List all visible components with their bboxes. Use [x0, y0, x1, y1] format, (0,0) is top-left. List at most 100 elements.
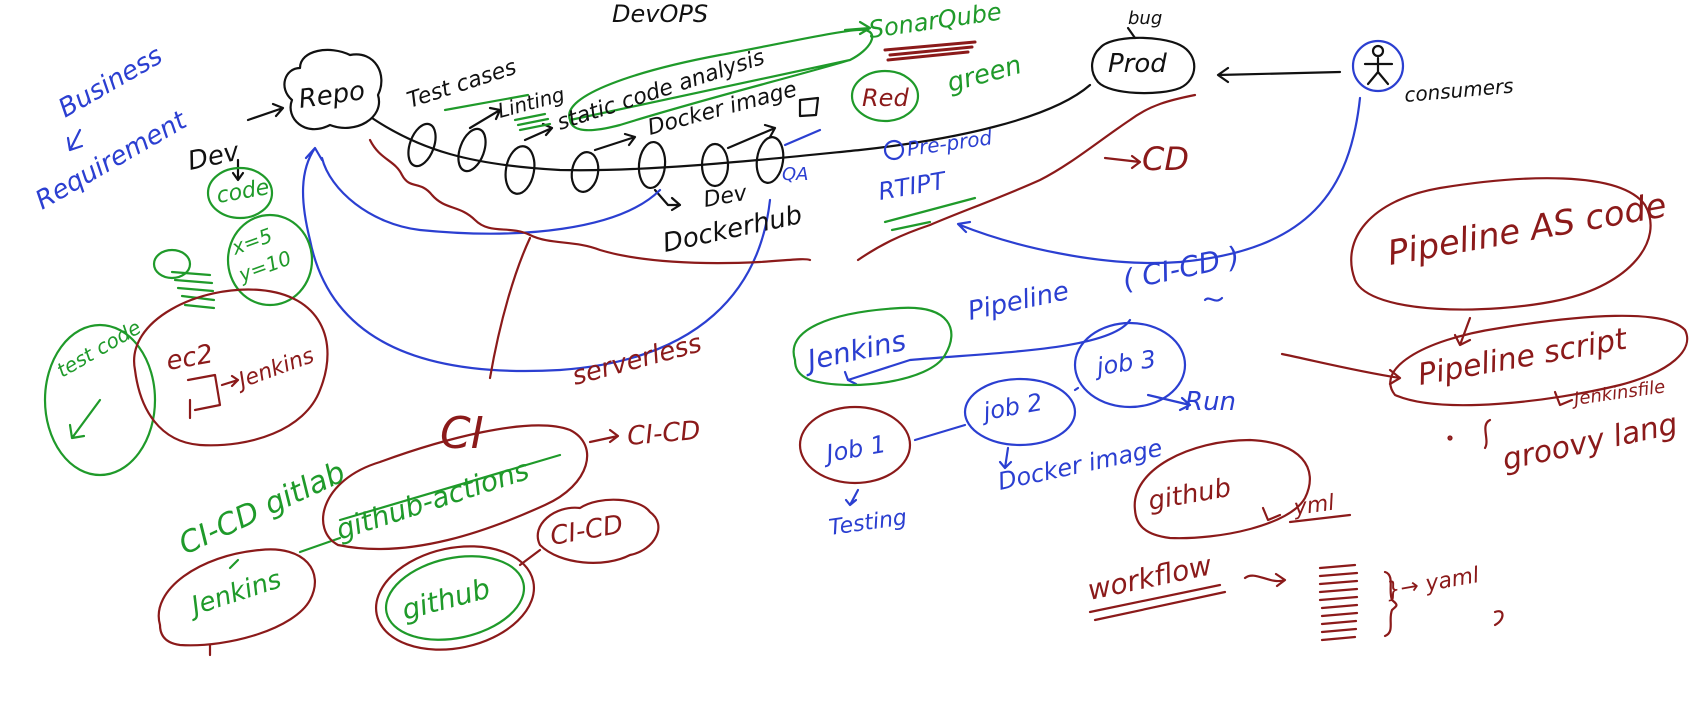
preprod-circle [883, 139, 905, 161]
job2-to-docker-arrow [998, 446, 1013, 470]
consumer-circle [1351, 39, 1405, 93]
job2-label: job 2 [978, 388, 1044, 426]
to-sonar-arrow [843, 20, 872, 36]
github-actions-bubble [322, 424, 589, 551]
job2-bubble [963, 377, 1077, 447]
jenkins-pipeline-arrow [1280, 352, 1402, 386]
ci-vertical-curve [488, 236, 532, 380]
ec2-label: ec2 [164, 339, 215, 377]
pipeline-as-code-label-1: Pipeline AS code [1385, 185, 1670, 273]
yml-underline [1288, 513, 1352, 524]
job2-to-job3-line [1073, 386, 1080, 392]
pipeline-as-code-bubble [1350, 177, 1652, 311]
consumers-to-prod-arrow [1216, 66, 1342, 84]
jenkinsfile-label: Jenkinsfile [1570, 376, 1667, 410]
test-cases-underline [443, 93, 530, 112]
run-label: Run [1185, 387, 1236, 417]
feedback-curve-inner [320, 156, 662, 235]
red-bubble [850, 69, 920, 123]
stage-oval-4 [570, 151, 600, 193]
consumers-label: consumers [1403, 74, 1514, 107]
github-actions-to-cicd [588, 428, 620, 444]
test-code-arrow [68, 398, 102, 440]
consumer-head [1371, 44, 1385, 58]
consumer-body-icon [1363, 56, 1394, 86]
jenkins-pipeline-bubble [792, 306, 953, 387]
github-actions-underline [338, 453, 562, 522]
testing-label: Testing [827, 505, 908, 541]
github-right-bubble [1133, 438, 1311, 540]
dot-marker [1447, 435, 1453, 441]
jenkins-bottom-bubble [157, 548, 316, 647]
pipeline-label: Pipeline [965, 276, 1071, 327]
jenkins-pipeline-label: Jenkins [800, 324, 909, 378]
maroon-ink-layer [133, 93, 1689, 657]
green-ink-layer [43, 20, 977, 641]
github-outer-bubble [374, 545, 536, 651]
groovy-lang-label: groovy lang [1499, 407, 1680, 478]
job1-to-testing-arrow [844, 488, 860, 507]
business-arrow [66, 128, 84, 152]
preprod-label: Pre-prod [905, 125, 993, 161]
memory-lines [170, 270, 216, 310]
cicd-cloud-bubble [536, 498, 660, 564]
ec2-bubble [133, 288, 329, 447]
ec2-jenkins-arrow [220, 374, 240, 388]
cicd-paren-label: ( CI-CD ) [1120, 240, 1243, 297]
jenkins-ec2-label: Jenkins [232, 343, 318, 395]
bug-label: bug [1128, 8, 1162, 29]
arrow-linting [468, 106, 502, 130]
workflow-arrow [1243, 572, 1287, 588]
cd-wave-boundary [856, 93, 1197, 262]
jenkins-box-icon [186, 373, 222, 420]
code-bubble [206, 166, 274, 220]
repo-label: Repo [297, 76, 367, 115]
groovy-s-curve [1483, 418, 1492, 450]
dev-env-label: Dev [702, 181, 750, 213]
github-actions-label: github-actions [332, 453, 533, 546]
cicd-1-label: CI-CD [626, 416, 702, 452]
requirement-label: Requirement [31, 105, 193, 216]
dockerhub-label: Dockerhub [660, 200, 805, 259]
pipeline-script-label: Pipeline script [1415, 322, 1630, 393]
pipeline-script-bubble [1389, 314, 1689, 407]
vars-bubble [226, 213, 314, 307]
yaml-lines-icon [1318, 563, 1359, 642]
cicd-2-label: CI-CD [548, 510, 625, 552]
qa-label: QA [782, 164, 808, 185]
blue-ink-layer [66, 39, 1405, 507]
cicd-squiggle [1203, 296, 1224, 302]
qa-link [783, 128, 822, 147]
sonarqube-label: SonarQube [867, 0, 1003, 44]
bug-pointer [1126, 26, 1137, 40]
cd-arrow [1103, 154, 1142, 170]
test-code-bubble [43, 323, 157, 477]
memory-bubble [152, 248, 192, 280]
red-label: Red [862, 84, 909, 112]
feedback-curve-consumers [956, 96, 1362, 265]
github-bubble [384, 555, 526, 641]
yml-label: yml [1291, 491, 1336, 522]
linting-lines [513, 112, 552, 132]
github-to-cicd-line [518, 548, 542, 567]
job1-to-job2-line [913, 423, 967, 442]
jenkins-bottom-label: Jenkins [183, 565, 285, 624]
dev-to-repo-arrow [246, 102, 285, 122]
job3-bubble [1073, 321, 1187, 409]
arrow-dockerhub [653, 188, 682, 212]
script-to-jenkinsfile-arrow [1553, 390, 1574, 407]
job1-label: Job 1 [820, 430, 888, 469]
stage-oval-1 [407, 122, 437, 168]
arrow-dev-env [726, 123, 777, 150]
image-box-icon [798, 96, 820, 118]
github-right-label: github [1146, 473, 1233, 517]
prod-label: Prod [1108, 49, 1167, 79]
dev-label: Dev [185, 137, 242, 177]
job1-bubble [798, 405, 912, 485]
arrow-docker [593, 132, 637, 152]
ci-label: CI [440, 408, 484, 459]
business-label: Business [54, 41, 168, 124]
stage-oval-7 [755, 136, 785, 184]
